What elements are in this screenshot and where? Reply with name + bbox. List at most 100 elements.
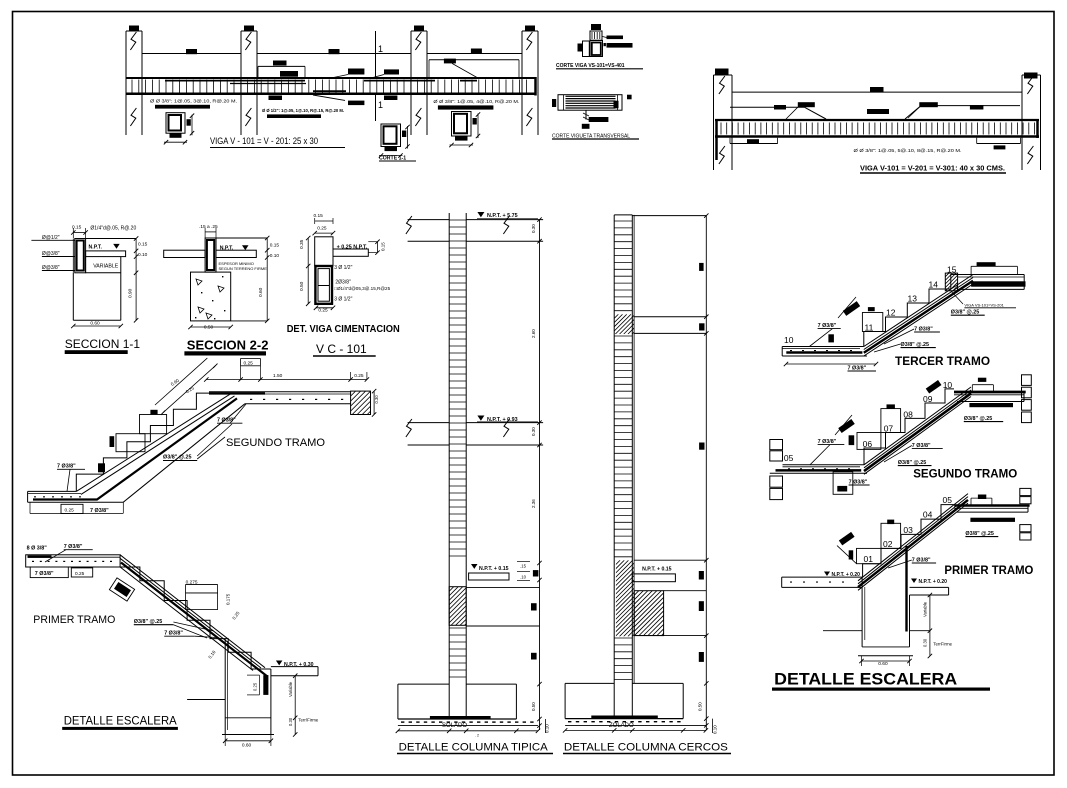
svg-text:Ø Ø 3/8": 1@.05, 3@.10, R@.20: Ø Ø 3/8": 1@.05, 3@.10, R@.20 M. [150,98,237,103]
svg-text:7 Ø3/8": 7 Ø3/8" [914,327,933,333]
svg-text:PRIMER TRAMO: PRIMER TRAMO [944,563,1033,577]
svg-text:07: 07 [884,424,894,434]
svg-text:Terr/Firme: Terr/Firme [298,718,319,723]
svg-text:01: 01 [864,554,874,564]
svg-text:7 Ø3/8": 7 Ø3/8" [35,571,54,577]
svg-text:DETALLE ESCALERA: DETALLE ESCALERA [774,670,957,689]
svg-text:0.175: 0.175 [226,593,231,605]
svg-text:0.50: 0.50 [299,281,305,291]
svg-text:0.60: 0.60 [242,743,252,749]
svg-text:0.10: 0.10 [545,724,550,733]
svg-text:Ø3/8" @.25: Ø3/8" @.25 [134,619,163,625]
svg-text:0.15: 0.15 [138,242,148,248]
svg-text:05: 05 [943,495,953,505]
svg-text:13: 13 [908,294,918,304]
svg-text:DETALLE COLUMNA TIPICA: DETALLE COLUMNA TIPICA [399,742,549,754]
svg-text:7 Ø3/8": 7 Ø3/8" [64,544,83,550]
svg-text:Ø@3/8": Ø@3/8" [42,265,60,271]
svg-text:1.50: 1.50 [273,373,283,379]
svg-text:Ø Ø 3/8": 1@.05, 4@.10, R@.20: Ø Ø 3/8": 1@.05, 4@.10, R@.20 M. [433,99,519,104]
svg-text:0.10: 0.10 [713,725,718,734]
svg-text:1: 1 [378,100,383,110]
svg-text:N.P.T.: N.P.T. [89,245,103,251]
svg-text:.15: .15 [520,563,526,568]
svg-text:0.25: 0.25 [253,682,258,691]
svg-text:0.275: 0.275 [186,580,198,586]
svg-text:14: 14 [929,280,939,290]
svg-text:02: 02 [883,539,893,549]
svg-text:CORTE VIGA VS-101=VS-401: CORTE VIGA VS-101=VS-401 [556,63,625,69]
svg-text:VIGA V-101 = V-201 = V-301: 40: VIGA V-101 = V-201 = V-301: 40 x 30 CMS. [860,164,1005,173]
svg-text:SEGUNDO TRAMO: SEGUNDO TRAMO [226,437,325,449]
svg-text:N.P.T.: N.P.T. [220,246,234,252]
svg-text:08: 08 [903,409,913,419]
svg-text:2Ø3/8": 2Ø3/8" [335,280,351,286]
svg-text:VARIABLE: VARIABLE [93,264,119,270]
svg-text:10: 10 [943,380,953,390]
svg-text:.15 a .25: .15 a .25 [199,224,218,230]
svg-text:0.25: 0.25 [318,308,328,314]
svg-text:□Ø1/4"d@05,3@.15,R@25: □Ø1/4"d@05,3@.15,R@25 [334,286,390,291]
svg-text:10: 10 [784,335,794,345]
svg-text:2.60: 2.60 [531,329,536,338]
svg-text:0.25: 0.25 [317,226,327,232]
svg-text:Variable: Variable [288,681,293,697]
svg-text:Ø3/8" @.25: Ø3/8" @.25 [965,531,994,537]
svg-text:0.25: 0.25 [75,571,85,577]
svg-text:7 Ø3/8": 7 Ø3/8" [818,439,837,445]
svg-text:Variable: Variable [923,601,928,617]
svg-text:SECCION 1-1: SECCION 1-1 [65,337,141,351]
svg-text:0.60: 0.60 [878,661,888,667]
svg-text:0.50: 0.50 [204,325,214,331]
svg-text:ESPESOR MINIMO: ESPESOR MINIMO [219,261,254,266]
svg-text:0.15: 0.15 [381,242,386,251]
svg-text:N.P.T. + 0.30: N.P.T. + 0.30 [284,662,314,668]
svg-text:Ø3/8" @.25: Ø3/8" @.25 [901,342,930,348]
svg-text:0.25: 0.25 [231,610,241,620]
svg-text:Ø3/8" @.25: Ø3/8" @.25 [964,416,993,422]
svg-text:CORTE VIGUETA TRANSVERSAL: CORTE VIGUETA TRANSVERSAL [552,133,630,139]
svg-text:Ø@3/8": Ø@3/8" [42,251,60,257]
svg-text:0.10: 0.10 [138,252,148,258]
svg-text:0.10: 0.10 [270,253,280,259]
svg-text:06: 06 [863,439,873,449]
svg-text:0.30: 0.30 [288,717,293,726]
svg-text:Ø Ø 1/2": 1@.05, 1@.10, R@.15,: Ø Ø 1/2": 1@.05, 1@.10, R@.15, R@.20 M. [262,108,344,113]
svg-text:0.60: 0.60 [258,287,264,297]
svg-text:05: 05 [784,453,794,463]
svg-text:03: 03 [903,525,913,535]
svg-text:TERCER TRAMO: TERCER TRAMO [895,354,990,368]
svg-text:0.90: 0.90 [170,378,180,387]
svg-text:7 Ø3/8": 7 Ø3/8" [912,443,931,449]
svg-text:N.P.T. + 0.20: N.P.T. + 0.20 [832,572,861,578]
svg-text:7 Ø3/8": 7 Ø3/8" [912,558,931,564]
svg-text:0.30: 0.30 [374,395,379,404]
svg-text:N.P.T. + 5.75: N.P.T. + 5.75 [487,213,518,219]
svg-text:0.16: 0.16 [207,649,217,659]
svg-text:.10: .10 [520,574,526,579]
svg-text:0.25: 0.25 [354,373,364,379]
svg-text:7 Ø3/8": 7 Ø3/8" [818,323,837,329]
svg-text:2.36: 2.36 [531,499,536,508]
svg-text:Ø@1/2": Ø@1/2" [42,235,60,241]
svg-text:0.60: 0.60 [90,321,100,327]
svg-text:N.P.T. + 0.15: N.P.T. + 0.15 [479,566,509,572]
svg-text:7 Ø3/8": 7 Ø3/8" [164,631,183,637]
svg-text:Ø Ø 3/8": 1@.05, 5@.10, 8@.15,: Ø Ø 3/8": 1@.05, 5@.10, 8@.15, R@.20 M. [854,148,962,153]
svg-text:. 2: . 2 [475,734,479,738]
svg-text:0.30: 0.30 [923,638,928,647]
svg-text:3 Ø 1/2": 3 Ø 1/2" [334,265,352,271]
svg-text:0.35: 0.35 [299,239,305,249]
svg-text:N.P.T. + 0.15: N.P.T. + 0.15 [642,567,672,573]
svg-text:ZOLADO: ZOLADO [609,723,634,729]
svg-text:0.30: 0.30 [531,427,536,436]
svg-text:SEGUNDO TRAMO: SEGUNDO TRAMO [913,467,1017,481]
svg-text:N.P.T. + 0.93: N.P.T. + 0.93 [487,417,518,423]
svg-text:PRIMER TRAMO: PRIMER TRAMO [33,614,115,626]
svg-text:0.50: 0.50 [531,702,536,711]
svg-text:VIGA V - 101 = V - 201: 25 x 3: VIGA V - 101 = V - 201: 25 x 30 [210,136,318,146]
svg-text:Ø3/8" @.25: Ø3/8" @.25 [951,310,980,316]
svg-text:Ø3/8" @.25: Ø3/8" @.25 [163,455,192,461]
svg-text:0.30: 0.30 [531,224,536,233]
svg-text:0.25: 0.25 [185,385,195,394]
